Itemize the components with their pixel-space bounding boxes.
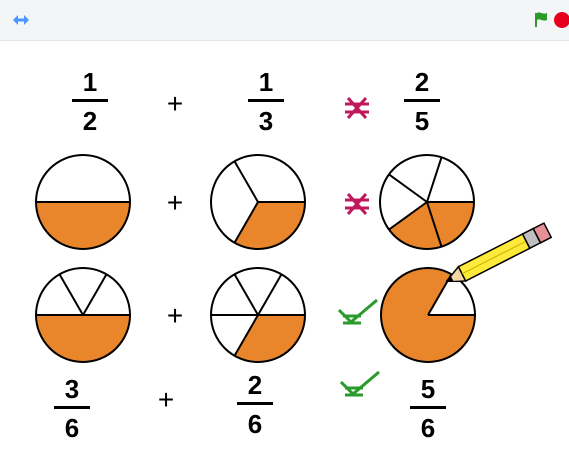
- fraction-bar: [54, 406, 90, 409]
- fraction-one-half: 1 2: [64, 69, 116, 134]
- numerator: 2: [247, 370, 263, 400]
- fraction-bar: [237, 402, 273, 405]
- numerator: 2: [414, 67, 430, 97]
- fraction-two-fifths: 2 5: [396, 69, 448, 134]
- denominator: 5: [414, 106, 430, 136]
- denominator: 6: [247, 409, 263, 439]
- pie-two-sixths: [210, 267, 306, 363]
- numerator: 5: [420, 374, 436, 404]
- equal-check-icon: [337, 298, 378, 325]
- denominator: 6: [420, 413, 436, 443]
- denominator: 6: [64, 413, 80, 443]
- fullscreen-icon[interactable]: [12, 11, 30, 29]
- green-flag-icon[interactable]: [532, 11, 550, 29]
- pie-one-third: [210, 154, 306, 250]
- fraction-bar: [404, 99, 440, 102]
- toolbar: [0, 0, 569, 41]
- pie-three-sixths: [35, 267, 131, 363]
- not-equal-cross-icon: [345, 192, 369, 216]
- equal-check-icon: [339, 370, 380, 397]
- pie-one-half: [35, 154, 131, 250]
- fraction-two-sixths: 2 6: [229, 372, 281, 437]
- fraction-three-sixths: 3 6: [46, 376, 98, 441]
- denominator: 3: [258, 106, 274, 136]
- fraction-one-third: 1 3: [240, 69, 292, 134]
- plus-operator: +: [166, 187, 184, 218]
- fraction-five-sixths: 5 6: [402, 376, 454, 441]
- numerator: 3: [64, 374, 80, 404]
- not-equal-cross-icon: [345, 96, 369, 120]
- pencil-icon[interactable]: [446, 220, 562, 282]
- fraction-stage: 1 2 + 1 3 2 5 +: [0, 40, 569, 462]
- plus-operator: +: [157, 384, 175, 415]
- fraction-bar: [410, 406, 446, 409]
- plus-operator: +: [166, 88, 184, 119]
- fraction-bar: [248, 99, 284, 102]
- plus-operator: +: [166, 300, 184, 331]
- stop-icon[interactable]: [553, 11, 569, 29]
- fraction-bar: [72, 99, 108, 102]
- pie-two-fifths: [379, 154, 475, 250]
- pie-five-sixths: [380, 267, 476, 363]
- numerator: 1: [82, 67, 98, 97]
- numerator: 1: [258, 67, 274, 97]
- denominator: 2: [82, 106, 98, 136]
